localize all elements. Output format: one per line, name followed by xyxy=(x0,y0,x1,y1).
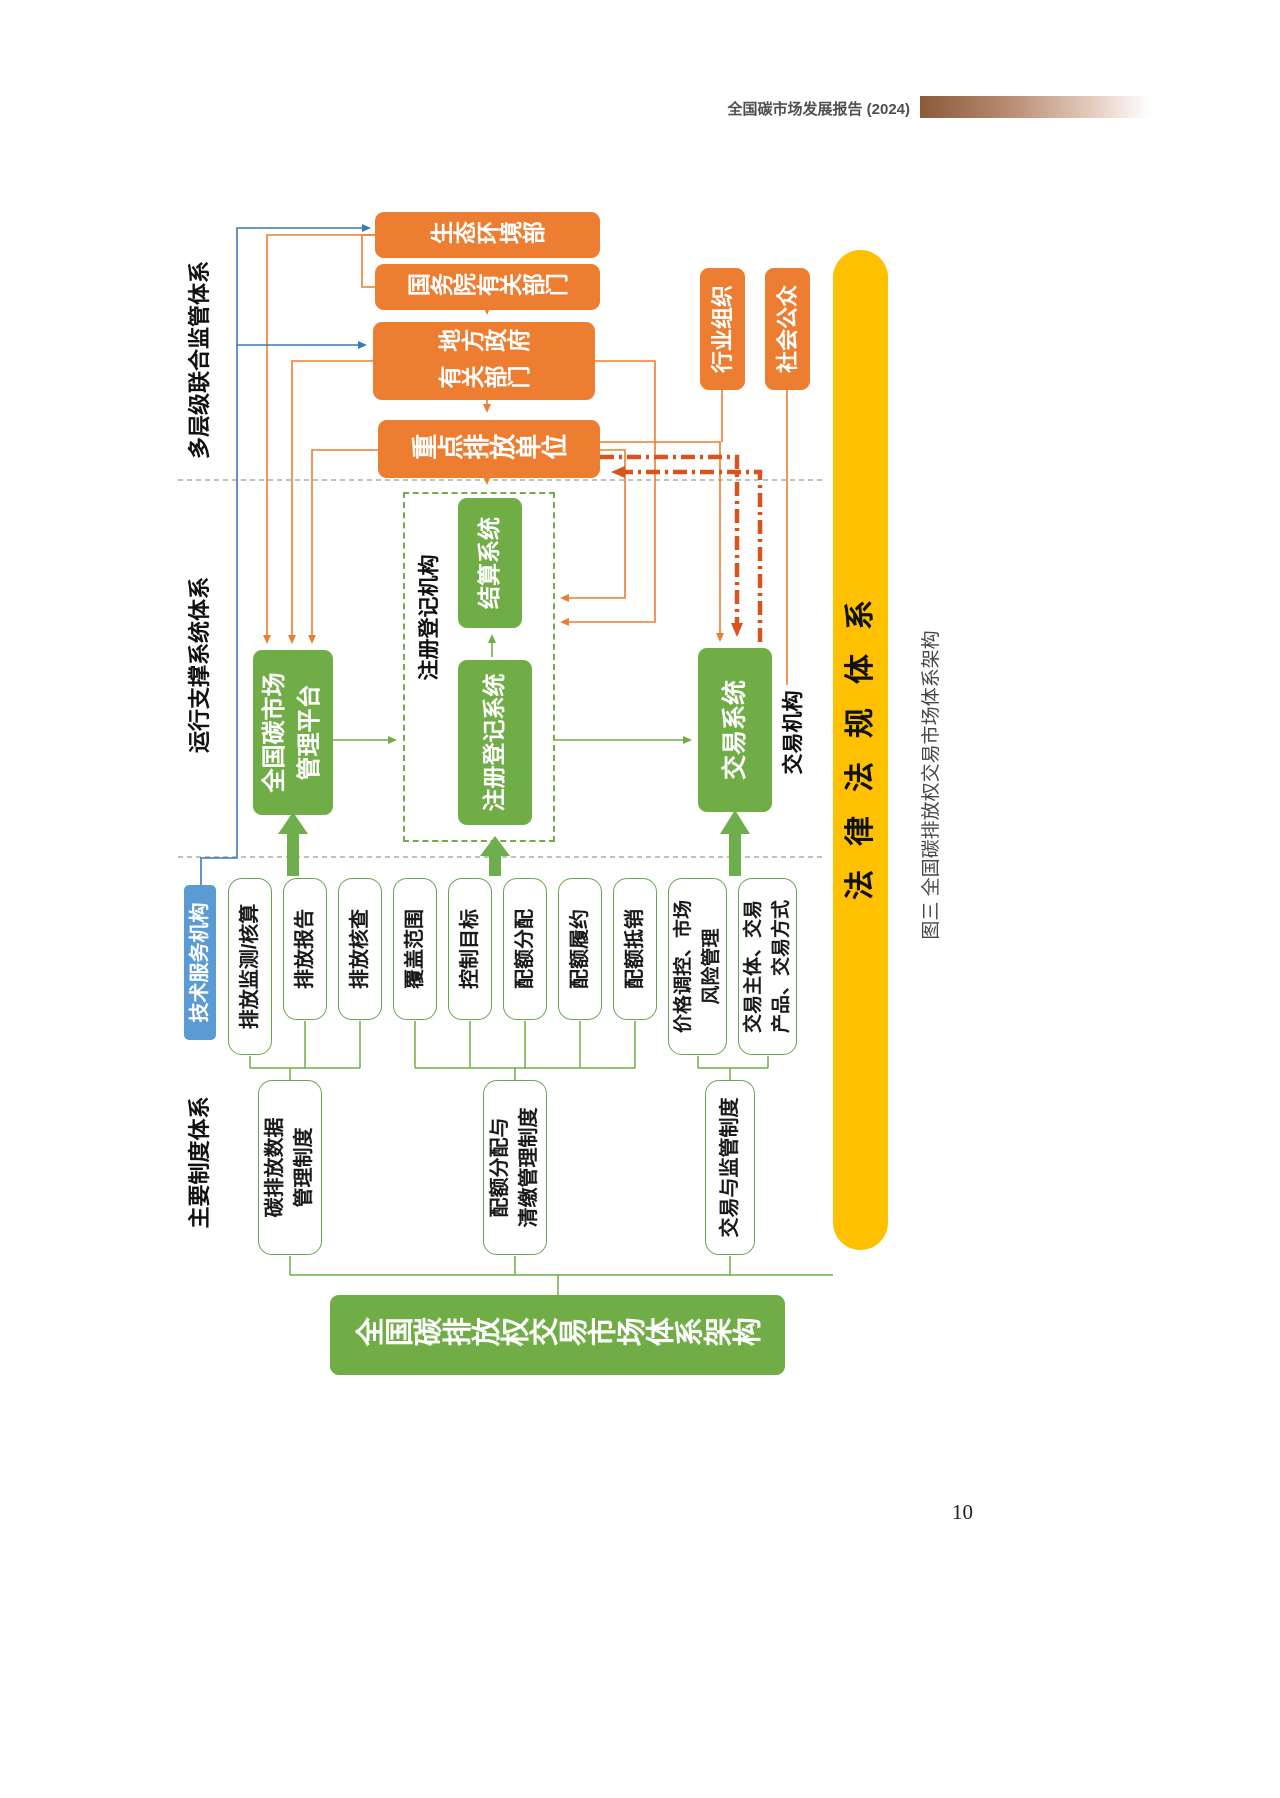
system-box-management-platform: 全国碳市场 管理平台 xyxy=(253,650,333,815)
institution-box-allocation: 配额分配与 清缴管理制度 xyxy=(483,1080,547,1255)
legal-system-bar: 法律法规体系 xyxy=(833,250,888,1250)
system-box-settlement: 结算系统 xyxy=(458,498,522,628)
gov-box-local-gov: 地方政府 有关部门 xyxy=(373,322,595,400)
mechanism-box-price-risk: 价格调控、市场 风险管理 xyxy=(668,878,727,1055)
mechanism-box-monitoring: 排放监测/核算 xyxy=(228,878,272,1055)
page-number: 10 xyxy=(952,1500,973,1524)
mechanism-box-compliance: 配额履约 xyxy=(558,878,602,1020)
mechanism-box-target: 控制目标 xyxy=(448,878,492,1020)
trading-org-label: 交易机构 xyxy=(782,690,805,775)
registry-group-label: 注册登记机构 xyxy=(418,554,441,681)
mechanism-box-coverage: 覆盖范围 xyxy=(393,878,437,1020)
system-box-registry: 注册登记系统 xyxy=(458,660,532,825)
institution-box-trading-regulation: 交易与监管制度 xyxy=(705,1080,755,1255)
gov-box-key-emitters: 重点排放单位 xyxy=(378,420,600,478)
gov-box-industry-org: 行业组织 xyxy=(700,268,745,390)
institution-box-data-management: 碳排放数据 管理制度 xyxy=(258,1080,322,1255)
section-label-regulation: 多层级联合监管体系 xyxy=(187,261,212,460)
report-title: 全国碳市场发展报告 (2024) xyxy=(727,101,910,118)
gov-box-state-council: 国务院有关部门 xyxy=(375,264,600,310)
figure-caption: 图三 全国碳排放权交易市场体系架构 xyxy=(921,630,942,940)
figure-root-box: 全国碳排放权交易市场体系架构 xyxy=(330,1295,785,1375)
section-label-institution: 主要制度体系 xyxy=(187,1096,212,1229)
figure-rotated-container: 主要制度体系 技术服务机构 运行支撑系统体系 多层级联合监管体系 全国碳排放权交… xyxy=(170,180,960,1390)
gov-box-mee: 生态环境部 xyxy=(375,212,600,258)
header-accent-bar xyxy=(920,96,1150,118)
mechanism-box-trading-elements: 交易主体、交易 产品、交易方式 xyxy=(738,878,797,1055)
system-box-trading: 交易系统 xyxy=(698,648,772,812)
mechanism-box-allocation: 配额分配 xyxy=(503,878,547,1020)
section-box-tech-service: 技术服务机构 xyxy=(184,885,216,1040)
mechanism-box-verification: 排放核查 xyxy=(338,878,382,1020)
gov-box-public: 社会公众 xyxy=(765,268,810,390)
section-label-support: 运行支撑系统体系 xyxy=(187,577,212,754)
mechanism-box-reporting: 排放报告 xyxy=(283,878,327,1020)
mechanism-box-offset: 配额抵销 xyxy=(613,878,657,1020)
